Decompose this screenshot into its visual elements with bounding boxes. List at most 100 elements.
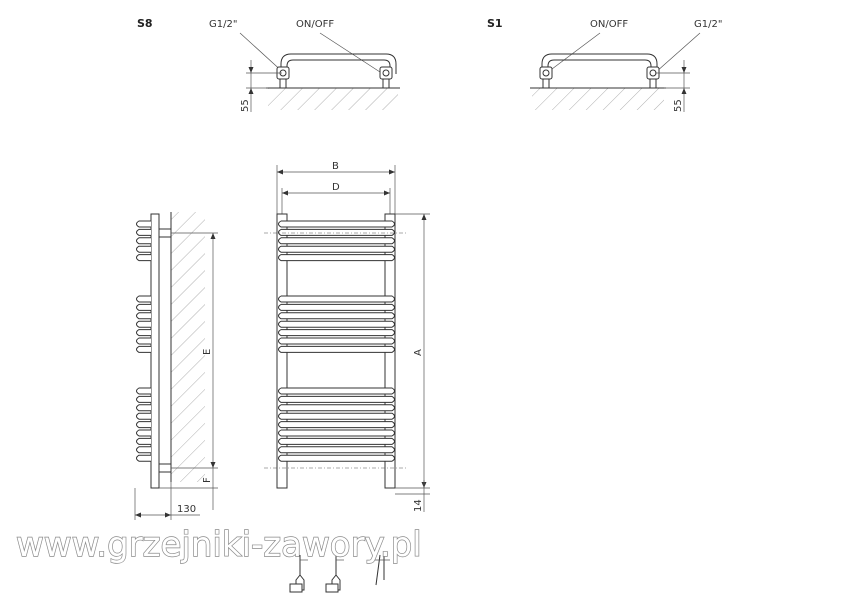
- front-tube-bar: [278, 454, 395, 462]
- s1-rail-outer: [541, 53, 658, 74]
- side-depth-dim: 130: [177, 504, 196, 515]
- front-tube-bar: [278, 220, 395, 228]
- s8-right-stub: [382, 78, 390, 89]
- side-130-arrow-left: [135, 512, 141, 518]
- s8-rail-inner: [286, 59, 391, 74]
- side-tube-loop: [136, 245, 151, 253]
- front-tube-bar: [278, 228, 395, 236]
- side-tube-loop: [136, 437, 151, 445]
- s8-dim-arrow-bottom: [248, 88, 254, 94]
- front-tube-bar: [278, 329, 395, 337]
- side-f-label: F: [202, 477, 213, 483]
- front-d-arrow-left: [282, 190, 288, 196]
- front-tube-bar: [278, 337, 395, 345]
- side-tube-loop: [136, 228, 151, 236]
- front-tube-bar: [278, 237, 395, 245]
- s1-wall-hatch: [532, 88, 664, 110]
- s8-height-dim: 55: [240, 99, 251, 112]
- front-tube-bar: [278, 412, 395, 420]
- s1-connection-leader: [655, 32, 701, 73]
- side-tube-loop: [136, 421, 151, 429]
- front-tube-bar: [278, 295, 395, 303]
- s8-title: S8: [137, 17, 153, 30]
- front-b-arrow-left: [277, 169, 283, 175]
- valve-sketch-1: [289, 555, 308, 593]
- front-tube-bar: [278, 404, 395, 412]
- side-tube-loop: [136, 387, 151, 395]
- side-tube-loops: [136, 220, 151, 462]
- side-tube-loop: [136, 395, 151, 403]
- s8-right-fitting: [379, 66, 393, 80]
- side-bracket-bottom: [158, 463, 172, 473]
- front-tube-bar: [278, 345, 395, 353]
- side-bracket-top: [158, 228, 172, 238]
- front-tube-bar: [278, 395, 395, 403]
- side-tube-loop: [136, 254, 151, 262]
- front-view: B D A 14: [264, 161, 430, 512]
- front-tube-bar: [278, 320, 395, 328]
- side-130-arrow-right: [165, 512, 171, 518]
- s1-valve-leader: [547, 32, 601, 73]
- side-tube-loop: [136, 303, 151, 311]
- side-tube-loop: [136, 320, 151, 328]
- front-b-arrow-right: [389, 169, 395, 175]
- front-tube-bar: [278, 421, 395, 429]
- top-view-s1: S1 ON/OFF G1/2" 55: [487, 17, 722, 112]
- s8-valve-label: ON/OFF: [296, 19, 334, 30]
- watermark-text: www.grzejniki-zawory.pl: [16, 525, 422, 565]
- s1-rail-inner: [547, 59, 652, 74]
- front-height-label: A: [413, 349, 424, 356]
- front-tube-bar: [278, 254, 395, 262]
- side-e-label: E: [202, 349, 213, 355]
- s1-title: S1: [487, 17, 503, 30]
- side-collector: [150, 213, 160, 489]
- front-tube-bars: [278, 220, 395, 462]
- s8-rail-outer: [280, 53, 397, 74]
- front-tube-bar: [278, 446, 395, 454]
- side-view: E F 130: [134, 212, 218, 520]
- front-tube-bar: [278, 387, 395, 395]
- s8-right-fitting-bore: [382, 69, 390, 77]
- side-tube-loop: [136, 412, 151, 420]
- valve-sketch-3: [372, 554, 390, 586]
- top-view-s8: S8 G1/2" ON/OFF 55: [137, 17, 400, 112]
- s8-wall-hatch: [268, 88, 398, 110]
- s1-left-fitting: [539, 66, 553, 80]
- s1-dim-arrow-bottom: [681, 88, 687, 94]
- front-width-label: B: [332, 161, 339, 172]
- s1-left-stub: [542, 78, 550, 89]
- side-tube-loop: [136, 446, 151, 454]
- side-tube-loop: [136, 329, 151, 337]
- side-tube-loop: [136, 404, 151, 412]
- front-a-arrow-top: [421, 214, 427, 220]
- s1-right-stub: [649, 78, 657, 89]
- side-tube-loop: [136, 237, 151, 245]
- s1-height-dim: 55: [673, 99, 684, 112]
- side-wall-hatch: [171, 212, 205, 482]
- s1-valve-label: ON/OFF: [590, 19, 628, 30]
- side-tube-loop: [136, 454, 151, 462]
- s1-connection-label: G1/2": [694, 19, 722, 30]
- s8-dim-arrow-top: [248, 67, 254, 73]
- front-tube-bar: [278, 429, 395, 437]
- side-tube-loop: [136, 220, 151, 228]
- s8-left-stub: [279, 78, 287, 89]
- s8-valve-leader: [319, 32, 381, 73]
- front-d-arrow-right: [384, 190, 390, 196]
- front-tube-bar: [278, 312, 395, 320]
- front-tube-bar: [278, 245, 395, 253]
- s8-connection-label: G1/2": [209, 19, 237, 30]
- side-tube-loop: [136, 312, 151, 320]
- s1-dim-arrow-top: [681, 67, 687, 73]
- side-tube-loop: [136, 345, 151, 353]
- s1-left-fitting-bore: [542, 69, 550, 77]
- front-bottom-dim: 14: [413, 499, 424, 512]
- side-tube-loop: [136, 429, 151, 437]
- front-tube-bar: [278, 303, 395, 311]
- front-tube-bar: [278, 437, 395, 445]
- valve-sketches: [289, 554, 390, 593]
- side-tube-loop: [136, 337, 151, 345]
- side-e-arrow-top: [210, 233, 216, 239]
- side-tube-loop: [136, 295, 151, 303]
